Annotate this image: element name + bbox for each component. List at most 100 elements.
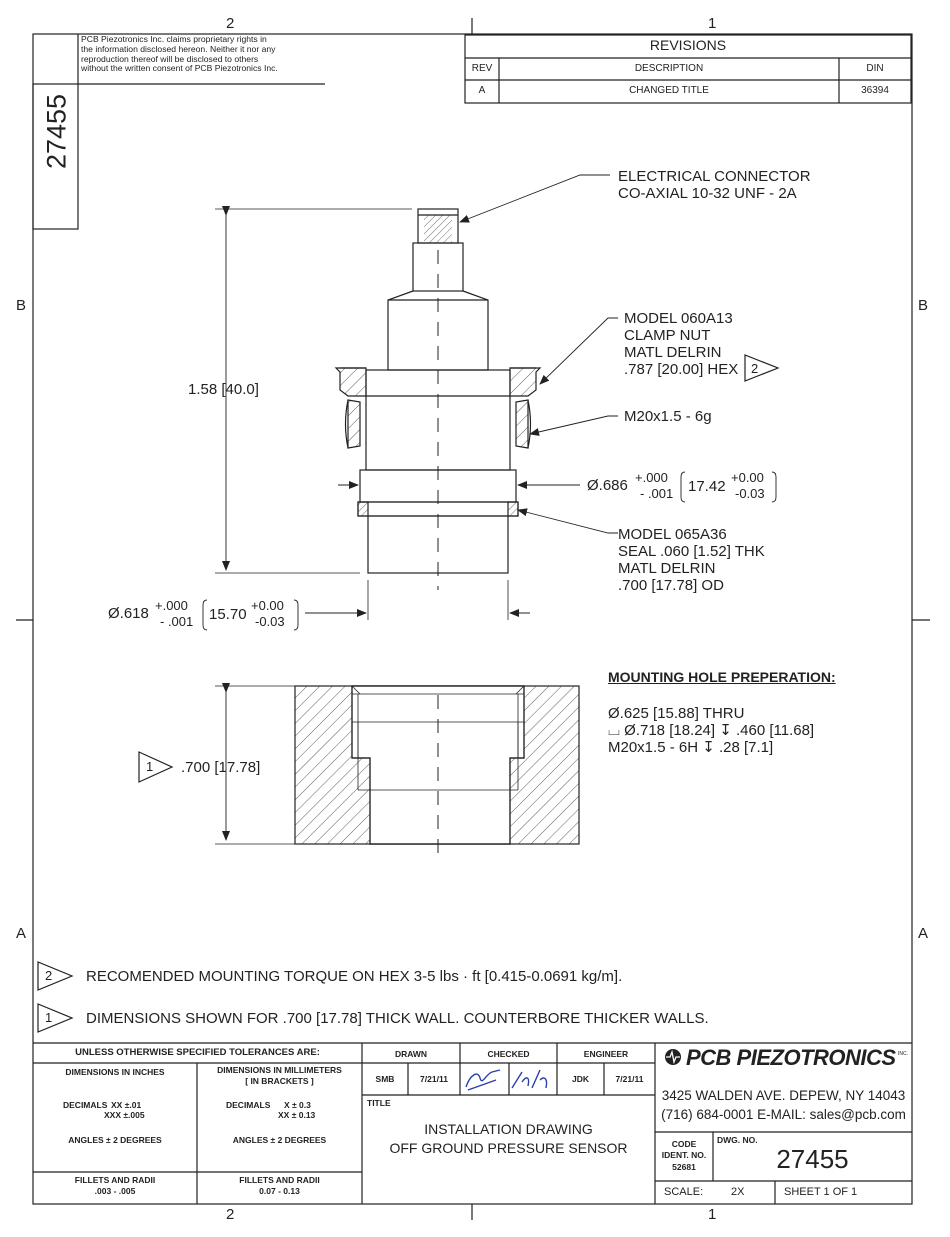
proprietary-notice: PCB Piezotronics Inc. claims proprietary… bbox=[81, 34, 278, 74]
dia618-minus: - .001 bbox=[160, 614, 194, 629]
inch-decimals-xx: XX ±.01 bbox=[111, 1100, 142, 1110]
revisions-table bbox=[464, 34, 912, 104]
inch-fillets-value: .003 - .005 bbox=[94, 1186, 136, 1196]
engineer-header: ENGINEER bbox=[583, 1049, 629, 1059]
drawn-header: DRAWN bbox=[394, 1049, 428, 1059]
scale-label: SCALE: bbox=[664, 1186, 704, 1198]
inch-angles: ANGLES ± 2 DEGREES bbox=[68, 1135, 162, 1145]
inch-decimals-label: DECIMALS bbox=[63, 1100, 108, 1110]
note-1-number: 1 bbox=[45, 1010, 53, 1025]
code-label: CODE bbox=[671, 1139, 697, 1149]
mm-header-2: [ IN BRACKETS ] bbox=[245, 1076, 314, 1086]
scale-value: 2X bbox=[731, 1186, 745, 1198]
tolerance-title: UNLESS OTHERWISE SPECIFIED TOLERANCES AR… bbox=[75, 1047, 320, 1058]
dwg-no-label: DWG. NO. bbox=[717, 1135, 758, 1145]
callout-line: MODEL 060A13 bbox=[624, 310, 733, 327]
proprietary-line: reproduction thereof will be disclosed t… bbox=[81, 53, 259, 64]
callout-line: .787 [20.00] HEX bbox=[624, 361, 739, 378]
mounting-line: Ø.625 [15.88] THRU bbox=[608, 705, 745, 722]
mm-decimals-xx: XX ± 0.13 bbox=[278, 1110, 316, 1120]
company-contact: (716) 684-0001 E-MAIL: sales@pcb.com bbox=[661, 1107, 906, 1122]
wall-dimension: .700 [17.78] bbox=[181, 759, 261, 776]
code-number: 52681 bbox=[672, 1162, 696, 1172]
inch-fillets: FILLETS AND RADII bbox=[74, 1175, 156, 1185]
dia686-plus: +.000 bbox=[635, 470, 668, 485]
din-cell: 36394 bbox=[861, 85, 889, 96]
dia686-mm: 17.42 bbox=[688, 478, 726, 495]
title-label: TITLE bbox=[367, 1098, 391, 1108]
dia618-plus: +.000 bbox=[155, 598, 188, 613]
dia618-main: Ø.618 bbox=[108, 605, 149, 622]
description-header: DESCRIPTION bbox=[634, 63, 704, 74]
ident-label: IDENT. NO. bbox=[661, 1150, 707, 1160]
inch-header: DIMENSIONS IN INCHES bbox=[65, 1067, 165, 1077]
callout-line: CLAMP NUT bbox=[624, 327, 711, 344]
rev-cell: A bbox=[478, 85, 486, 96]
callout-line: MODEL 065A36 bbox=[618, 526, 727, 543]
notes-flags bbox=[37, 961, 74, 1033]
mm-header-1: DIMENSIONS IN MILLIMETERS bbox=[217, 1065, 342, 1075]
thread-callout: M20x1.5 - 6g bbox=[624, 408, 712, 425]
connector-callout: ELECTRICAL CONNECTOR CO-AXIAL 10-32 UNF … bbox=[618, 168, 811, 202]
title-block-lines bbox=[33, 1042, 912, 1204]
mounting-line: ⌴ Ø.718 [18.24] ↧ .460 [11.68] bbox=[608, 722, 815, 739]
clamp-nut-callout: MODEL 060A13 CLAMP NUT MATL DELRIN .787 … bbox=[624, 310, 738, 378]
dwg-number: 27455 bbox=[776, 1144, 849, 1174]
zone-right-a: A bbox=[918, 925, 929, 942]
sheet-count: SHEET 1 OF 1 bbox=[784, 1186, 858, 1198]
proprietary-line: without the written consent of PCB Piezo… bbox=[81, 63, 278, 74]
mounting-line: M20x1.5 - 6H ↧ .28 [7.1] bbox=[608, 739, 774, 756]
mounting-title: MOUNTING HOLE PREPERATION: bbox=[608, 669, 836, 685]
mm-angles: ANGLES ± 2 DEGREES bbox=[232, 1135, 327, 1145]
side-dwg-number: 27455 bbox=[41, 93, 72, 170]
mm-fillets-value: 0.07 - 0.13 bbox=[259, 1186, 300, 1196]
dia686-minus: - .001 bbox=[640, 486, 674, 501]
inch-decimals-xxx: XXX ±.005 bbox=[104, 1110, 145, 1120]
dia686-mm-minus: -0.03 bbox=[735, 486, 765, 501]
wall-note-number: 1 bbox=[146, 759, 154, 774]
hex-note-number: 2 bbox=[751, 361, 759, 376]
engineer-by: JDK bbox=[571, 1074, 589, 1084]
dia686-main: Ø.686 bbox=[587, 477, 628, 494]
pcb-logo-icon bbox=[665, 1049, 681, 1065]
note-1-text: DIMENSIONS SHOWN FOR .700 [17.78] THICK … bbox=[86, 1010, 709, 1027]
zone-left-a: A bbox=[16, 925, 27, 942]
callout-line: SEAL .060 [1.52] THK bbox=[618, 543, 765, 560]
mounting-hole-view bbox=[138, 683, 580, 855]
dia618-mm-minus: -0.03 bbox=[255, 614, 285, 629]
note-2-text: RECOMENDED MOUNTING TORQUE ON HEX 3-5 lb… bbox=[86, 968, 623, 985]
zone-left-b: B bbox=[16, 297, 27, 314]
callout-line: MATL DELRIN bbox=[624, 344, 722, 361]
height-dimension: 1.58 [40.0] bbox=[188, 381, 259, 398]
company-address: 3425 WALDEN AVE. DEPEW, NY 14043 bbox=[661, 1088, 906, 1103]
engineer-date: 7/21/11 bbox=[615, 1074, 644, 1084]
title-line-2: OFF GROUND PRESSURE SENSOR bbox=[389, 1140, 628, 1156]
zone-top-2: 2 bbox=[226, 15, 235, 32]
callout-line: .700 [17.78] OD bbox=[618, 577, 724, 594]
dia686-mm-plus: +0.00 bbox=[731, 470, 764, 485]
side-dwg-box bbox=[32, 83, 79, 230]
zone-bottom-2: 2 bbox=[226, 1206, 235, 1223]
zone-bottom-1: 1 bbox=[708, 1206, 717, 1223]
description-cell: CHANGED TITLE bbox=[629, 85, 709, 96]
drawn-date: 7/21/11 bbox=[420, 1074, 448, 1084]
company-name: PCB PIEZOTRONICS bbox=[686, 1045, 896, 1070]
sensor-view bbox=[202, 174, 780, 631]
callout-line: ELECTRICAL CONNECTOR bbox=[618, 168, 811, 185]
callout-line: MATL DELRIN bbox=[618, 560, 716, 577]
dia618-mm: 15.70 bbox=[209, 606, 247, 623]
mm-decimals-label: DECIMALS bbox=[226, 1100, 271, 1110]
mm-fillets: FILLETS AND RADII bbox=[239, 1175, 320, 1185]
title-line-1: INSTALLATION DRAWING bbox=[424, 1121, 593, 1137]
seal-callout: MODEL 065A36 SEAL .060 [1.52] THK MATL D… bbox=[618, 526, 765, 594]
proprietary-line: PCB Piezotronics Inc. claims proprietary… bbox=[81, 34, 267, 44]
mm-decimals-x: X ± 0.3 bbox=[284, 1100, 311, 1110]
dia618-mm-plus: +0.00 bbox=[251, 598, 284, 613]
company-suffix: INC. bbox=[898, 1051, 908, 1057]
proprietary-line: the information disclosed hereon. Neithe… bbox=[81, 43, 276, 54]
mounting-specs: Ø.625 [15.88] THRU ⌴ Ø.718 [18.24] ↧ .46… bbox=[608, 705, 814, 756]
drawn-by: SMB bbox=[375, 1074, 395, 1084]
rev-header: REV bbox=[471, 63, 493, 74]
